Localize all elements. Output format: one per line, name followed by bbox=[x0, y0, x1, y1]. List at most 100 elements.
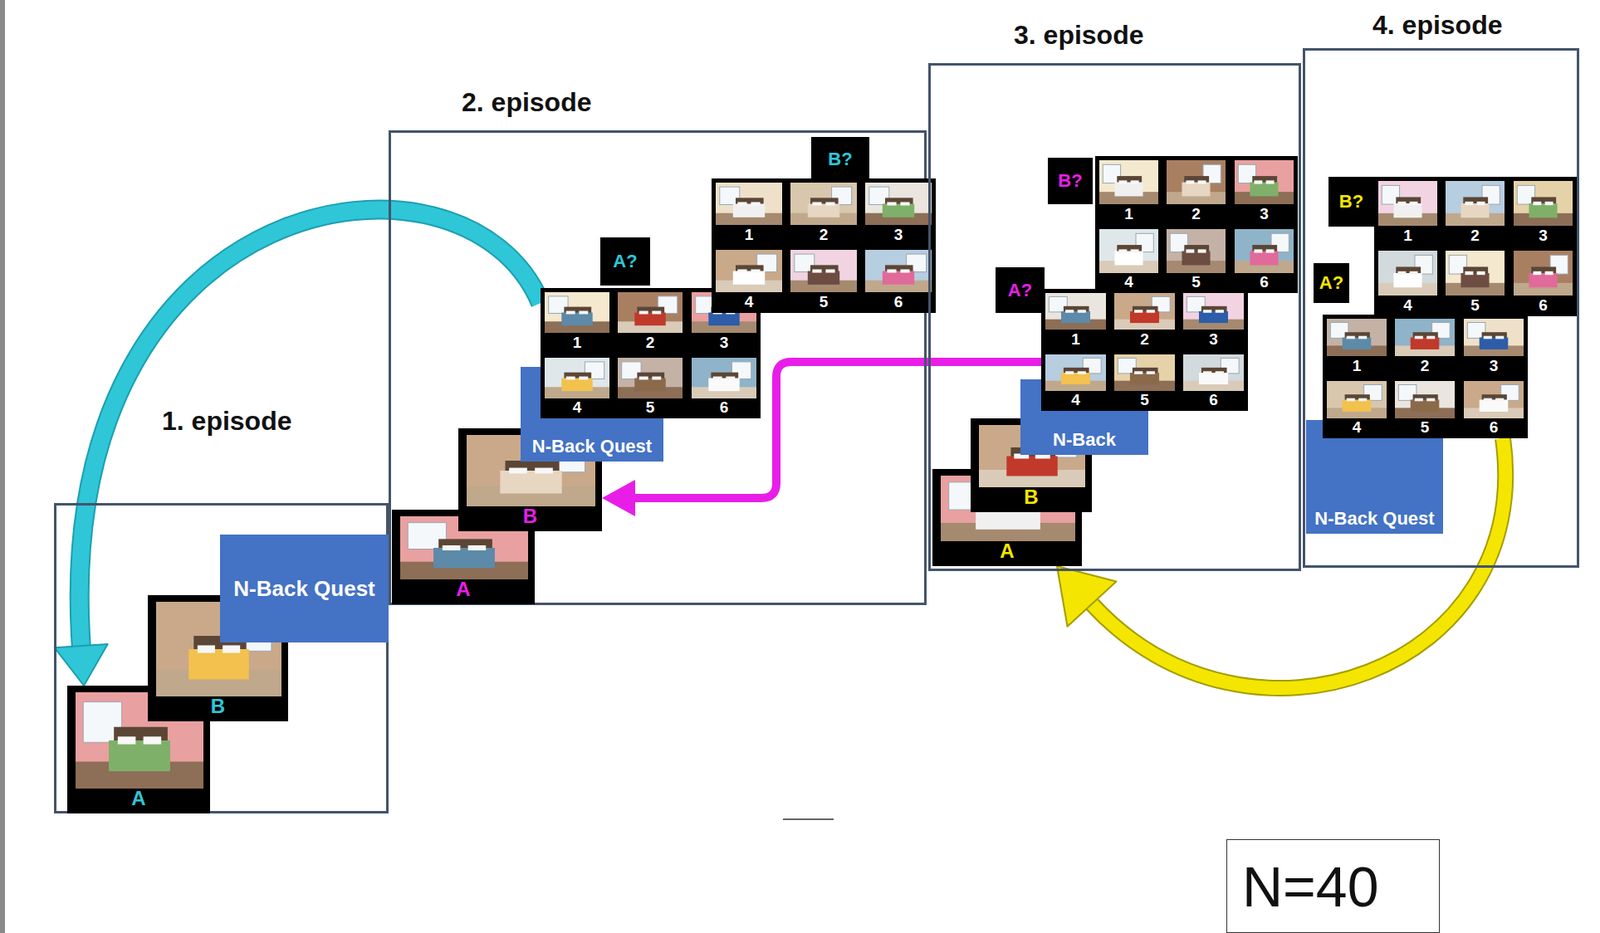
photo-wall bbox=[1166, 229, 1226, 274]
cell-number-holder: 2 bbox=[1390, 356, 1459, 377]
cell-number-holder: 1 bbox=[540, 332, 614, 353]
photo-bed bbox=[561, 313, 593, 327]
photo-wall bbox=[1463, 381, 1524, 419]
photo-pillow bbox=[1134, 371, 1143, 375]
photo-pillow bbox=[725, 376, 735, 381]
cell-number: 3 bbox=[1489, 356, 1499, 377]
photo-pillow bbox=[442, 545, 461, 551]
cell-number-holder: 5 bbox=[613, 397, 687, 418]
cell-number: 6 bbox=[1489, 417, 1499, 438]
photo-pillow bbox=[1545, 271, 1554, 275]
separator-dash bbox=[782, 818, 834, 821]
room-photo bbox=[1234, 229, 1294, 274]
cell-number: 5 bbox=[1191, 272, 1201, 293]
photo-headboard bbox=[1063, 306, 1090, 313]
photo-wall bbox=[715, 182, 783, 226]
room-photo bbox=[790, 249, 857, 293]
room-photo bbox=[1166, 229, 1226, 274]
photo-pillow bbox=[1346, 398, 1356, 402]
cell-number-holder: 4 bbox=[1095, 272, 1163, 293]
n-back-label: N-Back Quest bbox=[233, 576, 376, 602]
episode-heading: 1. episode bbox=[161, 405, 293, 437]
photo-pillow bbox=[1118, 249, 1127, 253]
photo-pillow bbox=[508, 468, 528, 475]
photo-wall bbox=[865, 182, 932, 226]
n-back-text-holder: N-Back Quest bbox=[220, 534, 389, 643]
cell-number-holder: 1 bbox=[1041, 329, 1111, 350]
cell-number-holder: 3 bbox=[1179, 329, 1248, 350]
room-photo bbox=[715, 249, 783, 293]
photo-wall bbox=[1326, 381, 1387, 419]
photo-headboard bbox=[1482, 332, 1508, 338]
photo-pillow bbox=[1358, 398, 1367, 402]
photo-wall bbox=[1513, 181, 1573, 226]
cell-number-holder: 2 bbox=[613, 332, 687, 353]
photo-headboard bbox=[710, 372, 739, 380]
photo-wall bbox=[1045, 293, 1106, 330]
photo-wall bbox=[790, 182, 857, 226]
photo-bed bbox=[1181, 251, 1210, 266]
photo-wall bbox=[1378, 250, 1438, 296]
card-letter: B bbox=[523, 504, 538, 528]
photo-wall bbox=[1099, 160, 1159, 205]
photo-bed bbox=[733, 271, 765, 285]
question-text: B? bbox=[1057, 170, 1082, 192]
room-photo bbox=[865, 249, 932, 293]
photo-bed bbox=[634, 313, 666, 327]
photo-bed bbox=[882, 271, 915, 285]
photo-pillow bbox=[1065, 371, 1074, 375]
photo-wall bbox=[1114, 354, 1175, 392]
cell-number-holder: 3 bbox=[861, 225, 936, 245]
photo-pillow bbox=[534, 468, 553, 475]
cell-number-holder: 3 bbox=[1509, 225, 1577, 246]
cell-number: 4 bbox=[1071, 390, 1081, 411]
photo-headboard bbox=[1413, 394, 1439, 401]
n-back-label: N-Back Quest bbox=[1314, 508, 1434, 530]
cell-number-holder: 6 bbox=[1459, 417, 1528, 438]
cell-number-holder: 5 bbox=[1441, 295, 1509, 316]
cell-number: 4 bbox=[744, 292, 754, 313]
question-label: A? bbox=[600, 237, 651, 286]
photo-pillow bbox=[578, 311, 588, 315]
question-label: B? bbox=[811, 137, 870, 182]
photo-pillow bbox=[651, 376, 661, 381]
photo-headboard bbox=[1345, 332, 1371, 338]
cell-number-holder: 2 bbox=[786, 225, 862, 245]
photo-headboard bbox=[1345, 394, 1371, 401]
photo-wall bbox=[617, 292, 683, 333]
cell-number-holder: 1 bbox=[1095, 204, 1163, 225]
photo-wall bbox=[715, 249, 783, 293]
photo-wall bbox=[1445, 181, 1505, 226]
room-photo bbox=[1183, 354, 1244, 392]
room-photo bbox=[1045, 354, 1106, 392]
cell-number: 1 bbox=[1124, 204, 1134, 225]
room-photo bbox=[1463, 318, 1524, 357]
photo-pillow bbox=[1358, 336, 1367, 340]
sample-size-box: N=40 bbox=[1226, 839, 1440, 933]
card-letter: A bbox=[131, 787, 146, 810]
photo-pillow bbox=[1532, 271, 1542, 275]
cell-number: 4 bbox=[1352, 417, 1362, 438]
photo-pillow bbox=[737, 201, 747, 206]
cell-number: 2 bbox=[1470, 225, 1480, 246]
image-grid: 123456A? bbox=[1322, 314, 1528, 439]
photo-bed bbox=[433, 548, 495, 568]
card-letter: B bbox=[1023, 485, 1038, 509]
photo-pillow bbox=[1266, 249, 1275, 253]
photo-pillow bbox=[1409, 271, 1419, 275]
photo-wall bbox=[1326, 318, 1387, 357]
arrowhead bbox=[54, 644, 108, 686]
room-photo bbox=[1463, 381, 1524, 419]
photo-headboard bbox=[1201, 367, 1228, 374]
photo-bed bbox=[1130, 372, 1160, 385]
cell-number-holder: 2 bbox=[1162, 204, 1230, 225]
cell-number-holder: 3 bbox=[1459, 356, 1528, 377]
image-grid: 123456B? bbox=[1095, 156, 1298, 294]
photo-pillow bbox=[222, 645, 240, 653]
room-photo bbox=[1114, 293, 1175, 330]
photo-wall bbox=[865, 249, 932, 293]
card-letter-holder: A bbox=[932, 539, 1082, 565]
photo-pillow bbox=[1118, 180, 1127, 184]
cell-number: 3 bbox=[1208, 329, 1219, 350]
photo-bed bbox=[634, 378, 666, 392]
